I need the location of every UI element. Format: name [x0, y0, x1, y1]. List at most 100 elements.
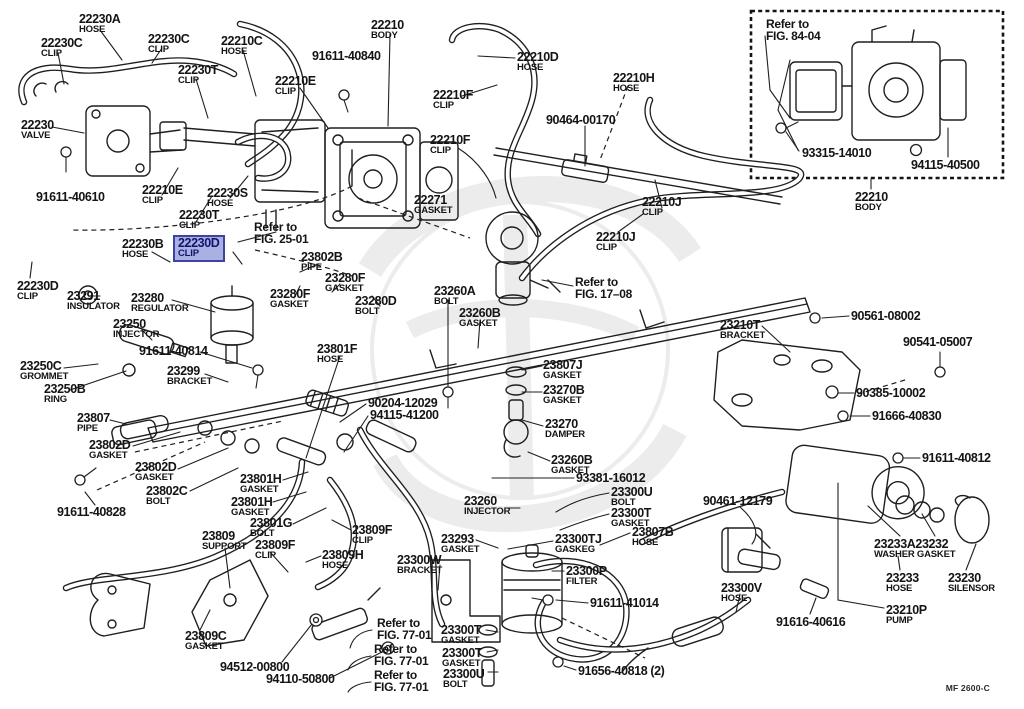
part-label-91656408182[interactable]: 91656-40818 (2)	[578, 664, 665, 678]
part-label-9338116012[interactable]: 93381-16012	[576, 471, 646, 485]
part-label-9161140814[interactable]: 91611-40814	[139, 344, 208, 358]
part-label-9038510002[interactable]: 90385-10002	[856, 386, 926, 400]
part-label-9411541200[interactable]: 94115-41200	[370, 408, 439, 422]
part-label-9161141014[interactable]: 91611-41014	[590, 596, 659, 610]
part-label-9056108002[interactable]: 90561-08002	[851, 309, 921, 323]
part-label-9046400170[interactable]: 90464-00170	[546, 113, 616, 127]
part-number: 23801F	[317, 342, 357, 356]
part-label-9046112179[interactable]: 90461-12179	[703, 494, 773, 508]
part-label-9161140812[interactable]: 91611-40812	[922, 451, 991, 465]
part-number: 23280F	[270, 287, 310, 301]
part-number: 23260A	[434, 284, 476, 298]
part-label-9161640616[interactable]: 91616-40616	[776, 615, 846, 629]
part-type: GASKET	[543, 395, 582, 407]
part-label-9411050800[interactable]: 94110-50800	[266, 672, 335, 686]
part-number: 22230T	[179, 208, 219, 222]
part-type: BODY	[855, 202, 882, 214]
part-label-9161140828[interactable]: 91611-40828	[57, 505, 126, 519]
part-label-9166640830[interactable]: 91666-40830	[872, 409, 942, 423]
part-label-9161140610[interactable]: 91611-40610	[36, 190, 105, 204]
hose-22210H	[518, 96, 805, 282]
part-label-9054105007[interactable]: 90541-05007	[903, 335, 973, 349]
part-label-9331514010[interactable]: 93315-14010	[802, 146, 872, 160]
part-label-9411540500[interactable]: 94115-40500	[911, 158, 980, 172]
part-label-9020412029[interactable]: 90204-12029	[368, 396, 438, 410]
part-number: 23300T	[442, 646, 482, 660]
part-label-9451200800[interactable]: 94512-00800	[220, 660, 290, 674]
part-label-9161140840[interactable]: 91611-40840	[312, 49, 381, 63]
part-type: HOSE	[317, 354, 344, 366]
part-type: CLIP	[433, 100, 454, 112]
note-line-2: FIG. 17–08	[575, 286, 633, 301]
